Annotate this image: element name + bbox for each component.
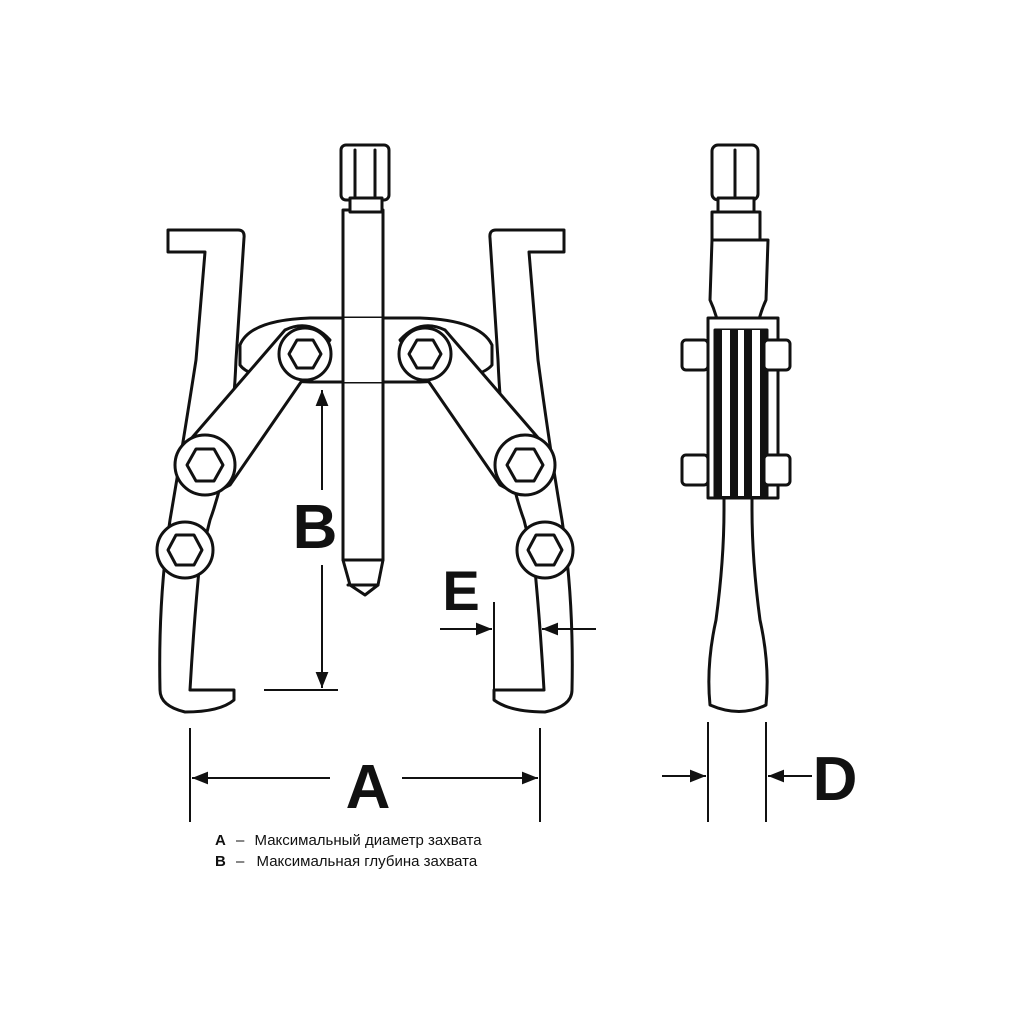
side-view xyxy=(680,143,792,713)
legend-key: A xyxy=(215,832,226,849)
hex-nut-icon xyxy=(407,338,443,370)
dimension-label-a: A xyxy=(346,753,391,822)
legend-key: B xyxy=(215,853,226,870)
screw-head xyxy=(339,143,391,202)
side-bolt xyxy=(762,338,792,372)
screw-tip xyxy=(341,558,385,597)
hex-nut-icon xyxy=(185,447,225,483)
legend-row: A – Максимальный диаметр захвата xyxy=(215,832,482,849)
hex-nut-icon xyxy=(166,533,204,567)
hex-nut-icon xyxy=(505,447,545,483)
side-bolt xyxy=(762,453,792,487)
screw-rod xyxy=(341,208,385,562)
front-view xyxy=(155,143,575,714)
legend-text: Максимальный диаметр захвата xyxy=(255,832,483,849)
dimension-lines xyxy=(189,390,812,822)
dimension-label-e: E xyxy=(442,559,479,622)
hex-nut-icon xyxy=(526,533,564,567)
legend: A – Максимальный диаметр захвата B – Мак… xyxy=(215,832,482,870)
hex-nut-icon xyxy=(287,338,323,370)
legend-dash: – xyxy=(236,853,245,870)
dimension-label-d: D xyxy=(813,745,858,814)
dimension-label-b: B xyxy=(293,493,338,562)
legend-dash: – xyxy=(236,832,245,849)
side-bolt xyxy=(680,453,710,487)
legend-text: Максимальная глубина захвата xyxy=(257,853,478,870)
side-bolt xyxy=(680,338,710,372)
legend-row: B – Максимальная глубина захвата xyxy=(215,853,478,870)
